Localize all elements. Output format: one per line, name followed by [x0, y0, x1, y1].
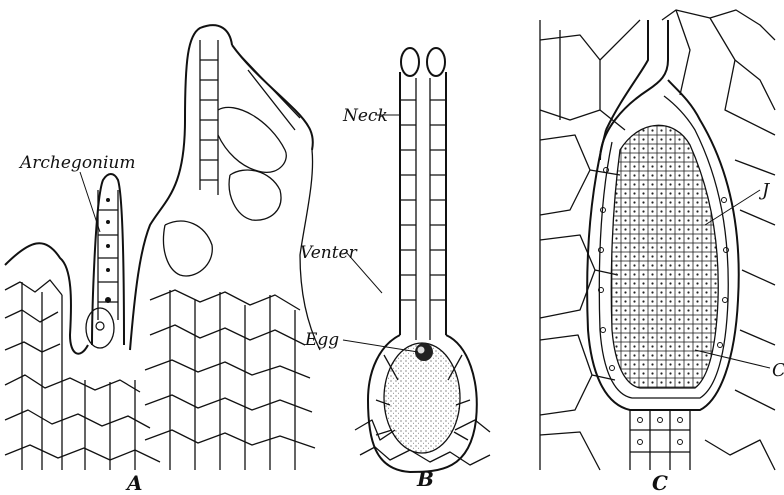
label-panel-b: B: [416, 467, 434, 491]
label-egg: Egg: [304, 330, 339, 350]
panel-c-drawing: [540, 10, 775, 470]
label-archegonium: Archegonium: [18, 153, 136, 173]
label-neck: Neck: [342, 106, 388, 126]
label-panel-a: A: [125, 471, 143, 495]
label-panel-c: C: [652, 471, 668, 495]
label-edge-mark-2: C: [772, 360, 784, 381]
label-venter: Venter: [300, 243, 358, 263]
panel-a-drawing: [5, 25, 320, 470]
